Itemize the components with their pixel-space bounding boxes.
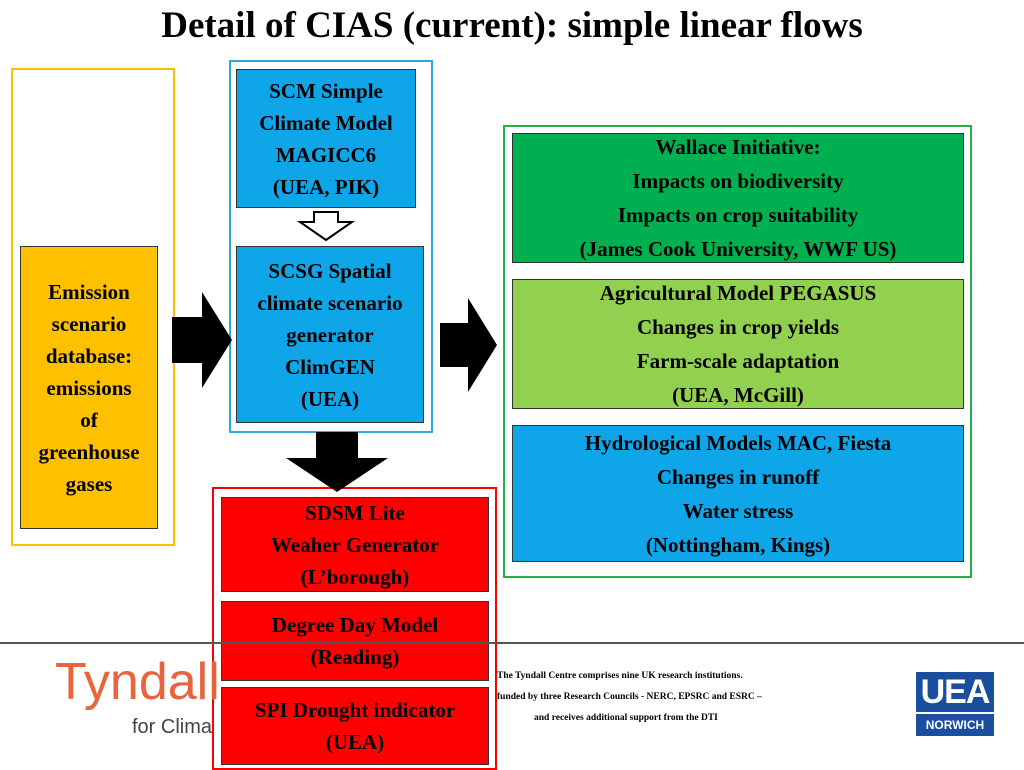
wallace-initiative-box: Wallace Initiative: Impacts on biodivers… [512, 133, 964, 263]
arrow-scm-to-scsg [296, 211, 356, 242]
emission-database-box: Emission scenario database: emissions of… [20, 246, 158, 529]
uea-logo-norwich: NORWICH [916, 714, 994, 736]
emission-database-text: Emission scenario database: emissions of… [38, 279, 140, 496]
spi-drought-indicator-box: SPI Drought indicator (UEA) [221, 687, 489, 765]
agricultural-model-text: Agricultural Model PEGASUS Changes in cr… [599, 281, 877, 407]
emission-group-frame [11, 68, 175, 546]
arrow-emission-to-climate [172, 292, 232, 388]
scm-climate-model-text: SCM Simple Climate Model MAGICC6 (UEA, P… [259, 78, 393, 199]
degree-day-model-text: Degree Day Model (Reading) [271, 613, 439, 669]
arrow-climate-to-indicators [286, 432, 388, 492]
hydrological-models-box: Hydrological Models MAC, Fiesta Changes … [512, 425, 964, 562]
sdsm-weather-generator-text: SDSM Lite Weaher Generator (L’borough) [270, 500, 440, 589]
sdsm-weather-generator-box: SDSM Lite Weaher Generator (L’borough) [221, 497, 489, 592]
footer-line-1: The Tyndall Centre comprises nine UK res… [497, 671, 743, 681]
uea-logo-word: UEA [916, 672, 994, 712]
tyndall-logo-subtext: for Clima [132, 716, 213, 738]
wallace-initiative-text: Wallace Initiative: Impacts on biodivers… [579, 135, 897, 261]
footer-line-3: and receives additional support from the… [534, 713, 718, 723]
impacts-group-frame [503, 125, 972, 578]
page-title: Detail of CIAS (current): simple linear … [161, 5, 863, 46]
scsg-spatial-generator-box: SCSG Spatial climate scenario generator … [236, 246, 424, 423]
hydrological-models-text: Hydrological Models MAC, Fiesta Changes … [584, 430, 892, 557]
footer-divider [0, 642, 1024, 644]
footer-line-2: funded by three Research Councils - NERC… [497, 692, 762, 702]
degree-day-model-box: Degree Day Model (Reading) [221, 601, 489, 681]
uea-norwich-logo: UEA NORWICH [916, 672, 994, 738]
agricultural-model-box: Agricultural Model PEGASUS Changes in cr… [512, 279, 964, 409]
spi-drought-indicator-text: SPI Drought indicator (UEA) [254, 698, 456, 754]
tyndall-logo-text: Tyndall [55, 653, 220, 711]
scsg-spatial-generator-text: SCSG Spatial climate scenario generator … [257, 258, 403, 411]
scm-climate-model-box: SCM Simple Climate Model MAGICC6 (UEA, P… [236, 69, 416, 208]
arrow-climate-to-impacts [440, 298, 497, 392]
